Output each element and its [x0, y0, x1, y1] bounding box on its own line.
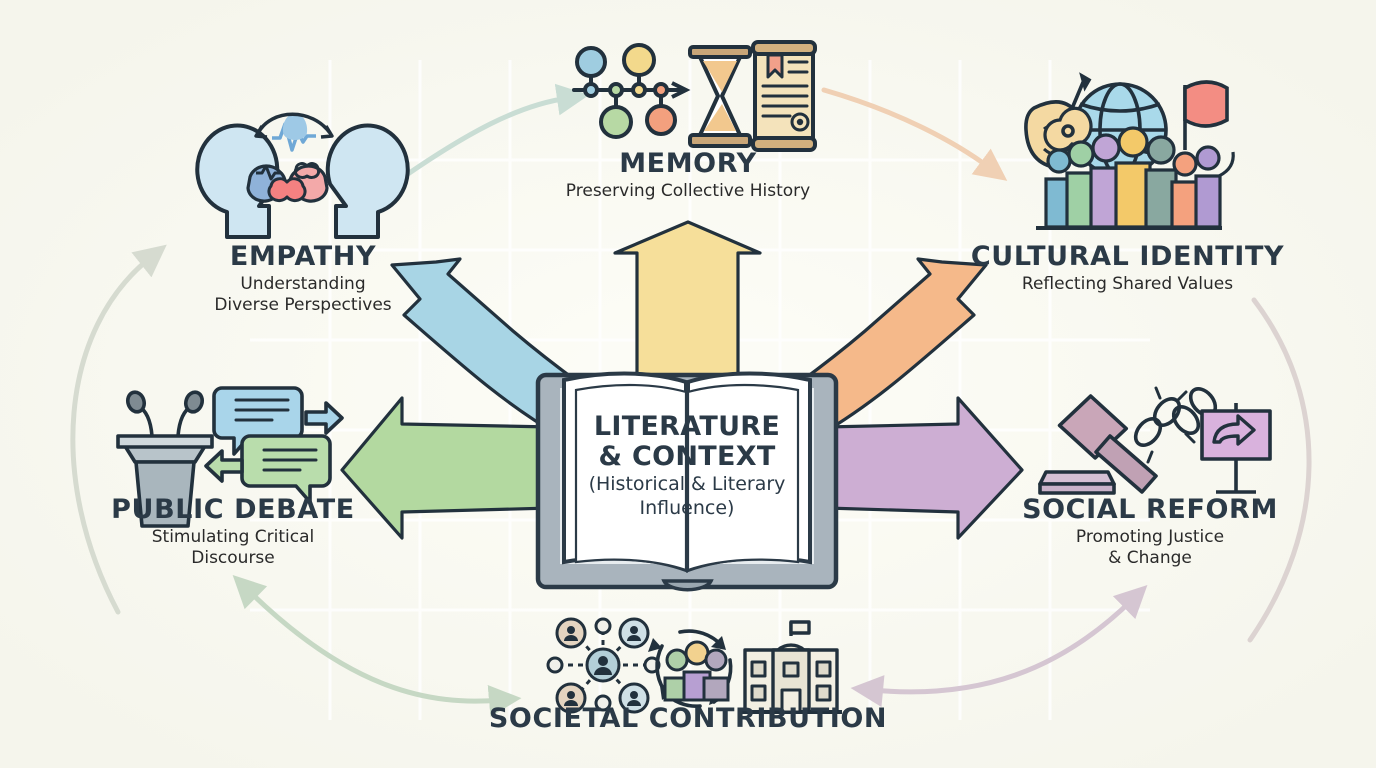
societal-contribution-icons: [546, 617, 842, 714]
arc-empathy-to-memory: [389, 83, 590, 188]
memory-icons: [572, 40, 817, 152]
social-reform-icons: [1038, 386, 1272, 495]
gavel-icon: [1038, 394, 1158, 495]
node-social-reform-subtitle-line1: Promoting Justice: [1075, 527, 1225, 548]
arc-cultural-to-social: [1247, 297, 1312, 643]
node-public-debate: PUBLIC DEBATE Stimulating Critical Disco…: [68, 494, 398, 568]
node-memory: MEMORY Preserving Collective History: [438, 148, 938, 202]
scroll-document-icon: [751, 40, 817, 152]
node-societal-contribution-title: SOCIETAL CONTRIBUTION: [488, 703, 888, 734]
hourglass-icon: [688, 45, 752, 148]
node-public-debate-subtitle-line1: Stimulating Critical: [151, 527, 315, 548]
government-building-icon: [740, 620, 842, 714]
node-societal-contribution: SOCIETAL CONTRIBUTION: [468, 703, 908, 734]
arc-memory-to-cultural: [821, 87, 1008, 181]
node-memory-title: MEMORY: [619, 148, 757, 179]
change-signpost-icon: [1200, 403, 1272, 494]
node-social-reform: SOCIAL REFORM Promoting Justice & Change: [980, 494, 1320, 568]
cultural-identity-icons: [1024, 72, 1235, 230]
flag-icon: [1183, 80, 1229, 150]
podium-microphone-icon: [116, 390, 214, 528]
node-memory-subtitle: Preserving Collective History: [565, 181, 811, 202]
node-empathy-subtitle-line1: Understanding: [240, 274, 366, 295]
empathy-icons: [195, 112, 410, 239]
people-group-icon: [1036, 126, 1235, 230]
node-cultural-identity-title: CULTURAL IDENTITY: [970, 241, 1285, 272]
arc-public-to-empathy: [70, 244, 167, 615]
node-public-debate-subtitle-line2: Discourse: [191, 547, 275, 568]
node-empathy-subtitle-line2: Diverse Perspectives: [214, 294, 392, 315]
cycle-people-icon: [648, 629, 733, 708]
speech-bubble-green-icon: [204, 434, 332, 504]
arrow-center-to-public-debate: [340, 396, 554, 540]
open-book-icon: [535, 371, 839, 592]
node-social-reform-title: SOCIAL REFORM: [1022, 494, 1278, 525]
arc-public-societal: [232, 574, 522, 717]
node-cultural-identity-subtitle: Reflecting Shared Values: [1021, 274, 1234, 295]
node-cultural-identity: CULTURAL IDENTITY Reflecting Shared Valu…: [940, 241, 1315, 295]
arc-societal-social: [850, 585, 1148, 707]
timeline-nodes-icon: [572, 43, 691, 139]
node-empathy: EMPATHY Understanding Diverse Perspectiv…: [128, 241, 478, 315]
two-heads-brain-icon: [195, 112, 410, 239]
node-social-reform-subtitle-line2: & Change: [1108, 547, 1192, 568]
public-debate-icons: [116, 386, 344, 528]
node-public-debate-title: PUBLIC DEBATE: [111, 494, 355, 525]
node-empathy-title: EMPATHY: [229, 241, 377, 272]
network-people-icon: [546, 617, 661, 714]
arrow-center-to-social-reform: [824, 396, 1024, 540]
